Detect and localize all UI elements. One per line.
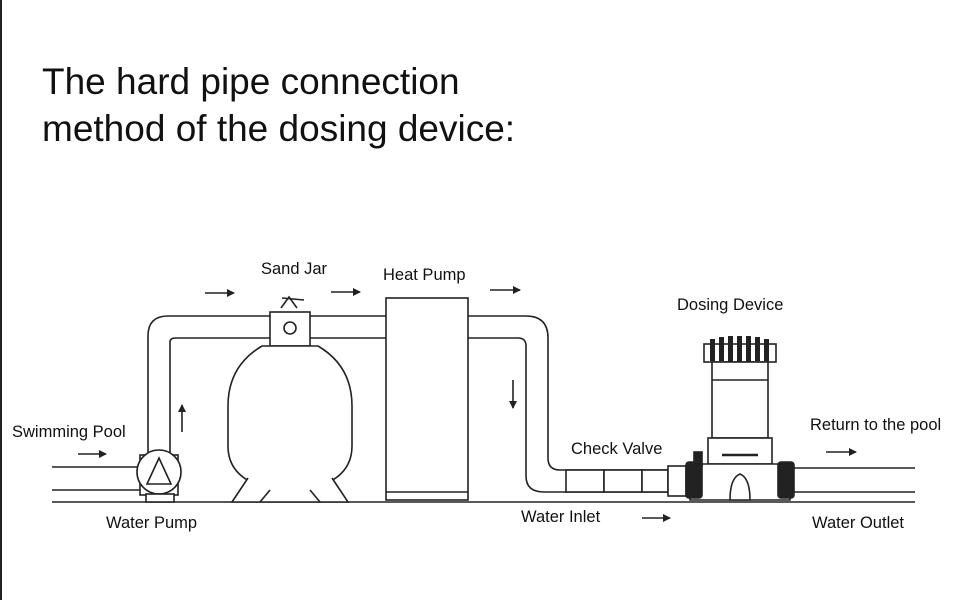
label-swimming-pool: Swimming Pool	[12, 423, 126, 441]
label-sand-jar: Sand Jar	[261, 260, 328, 278]
title-line-1: The hard pipe connection	[42, 61, 460, 102]
title-line-2: method of the dosing device:	[42, 108, 516, 149]
heat-pump-icon	[385, 297, 469, 501]
label-check-valve: Check Valve	[571, 440, 663, 458]
flow-arrows	[78, 286, 857, 522]
label-water-pump: Water Pump	[106, 514, 198, 532]
diagram-title: The hard pipe connection method of the d…	[42, 58, 515, 152]
label-return-to-pool: Return to the pool	[810, 416, 942, 434]
label-water-inlet: Water Inlet	[521, 508, 601, 526]
label-dosing-device: Dosing Device	[677, 296, 784, 314]
outlet-loop-pipe	[468, 315, 690, 471]
left-border	[0, 0, 2, 600]
label-water-outlet: Water Outlet	[812, 514, 904, 532]
water-pump-icon	[136, 449, 182, 503]
riser-pipe	[147, 315, 270, 455]
pipes	[52, 315, 915, 503]
sand-jar-icon	[227, 295, 353, 503]
dosing-device-icon	[685, 336, 795, 501]
label-heat-pump: Heat Pump	[383, 266, 466, 284]
check-valve-icon	[565, 465, 687, 497]
